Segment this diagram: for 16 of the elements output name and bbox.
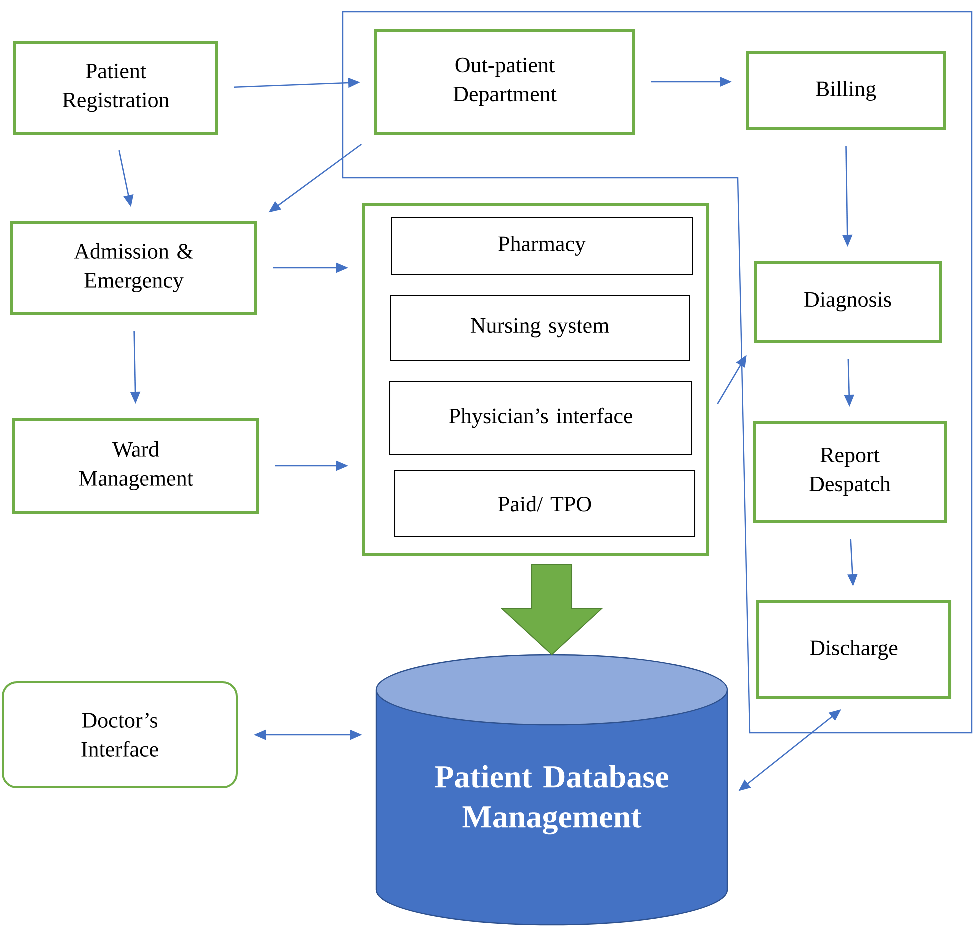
process-box: Report Despatch <box>753 421 947 523</box>
module-box: Paid/ TPO <box>394 470 696 538</box>
process-box: Out-patient Department <box>374 29 636 135</box>
database-cylinder: Patient Database Management <box>376 654 728 926</box>
process-box: Admission & Emergency <box>10 221 258 315</box>
interface-box: Doctor’s Interface <box>2 682 238 788</box>
module-box: Nursing system <box>390 295 690 361</box>
group-box <box>362 204 710 556</box>
process-box: Billing <box>746 52 946 130</box>
process-box: Diagnosis <box>754 261 942 343</box>
process-box: Discharge <box>756 600 952 700</box>
module-box: Physician’s interface <box>390 381 692 455</box>
process-box: Patient Registration <box>14 41 218 135</box>
module-box: Pharmacy <box>391 217 693 275</box>
block-arrow <box>500 564 604 656</box>
process-box: Ward Management <box>12 418 260 514</box>
